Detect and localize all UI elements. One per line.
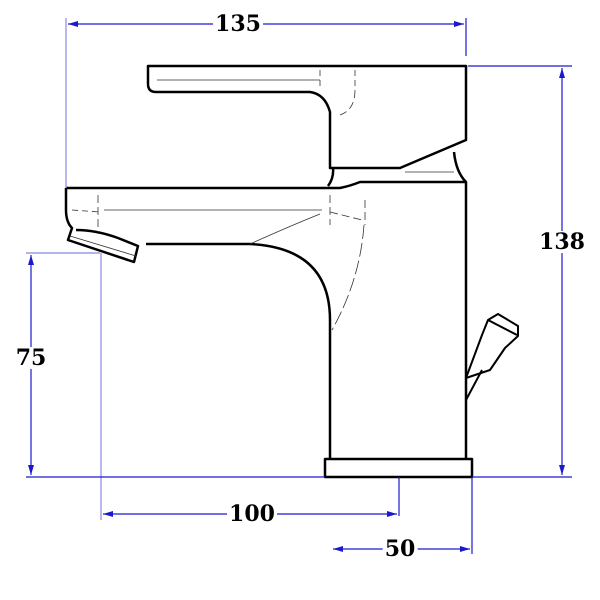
handle-lever — [146, 64, 468, 170]
dimension-spout-reach: 100 — [227, 501, 277, 527]
dimension-spout-height: 75 — [13, 345, 49, 371]
dimension-base-depth: 50 — [382, 536, 418, 562]
spout-body — [66, 180, 468, 459]
dimension-overall-width: 135 — [213, 11, 263, 37]
extension-lines — [26, 18, 102, 520]
dimension-overall-height: 138 — [537, 229, 587, 255]
tap-outline — [64, 64, 519, 479]
popup-lever — [465, 313, 519, 379]
spout-tip — [64, 188, 140, 264]
dimension-lines — [26, 18, 572, 554]
handle-neck — [326, 151, 467, 187]
base-plinth — [323, 457, 474, 479]
hidden-lines — [69, 70, 454, 331]
